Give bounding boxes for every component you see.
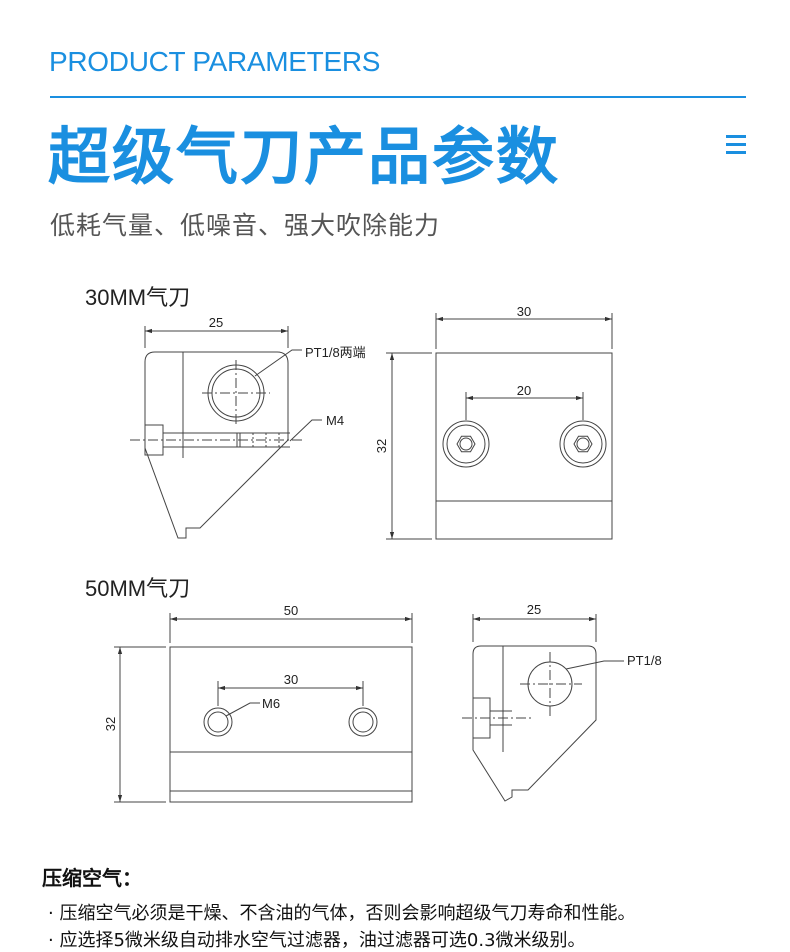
dim-30-side-width: 25	[209, 315, 223, 330]
section-title-cn: 超级气刀产品参数	[48, 120, 561, 193]
drawing-50-side-view	[462, 614, 624, 802]
drawing-50-front-view	[114, 613, 413, 803]
dim-50-hole-spacing: 30	[284, 672, 298, 687]
callout-30-screw: M4	[326, 413, 344, 428]
drawing-30-side-view	[130, 326, 322, 539]
compressed-air-note-2: · 应选择5微米级自动排水空气过滤器，油过滤器可选0.3微米级别。	[48, 930, 586, 951]
callout-30-port: PT1/8两端	[305, 345, 366, 360]
drawing-50-label: 50MM气刀	[85, 576, 191, 601]
drawing-30-label: 30MM气刀	[85, 285, 191, 310]
section-title-en: PRODUCT PARAMETERS	[49, 46, 381, 77]
section-subtitle: 低耗气量、低噪音、强大吹除能力	[50, 211, 441, 240]
drawing-30-front-view	[386, 313, 613, 540]
dim-50-height: 32	[103, 717, 118, 731]
menu-icon[interactable]	[726, 135, 748, 155]
compressed-air-note-1: · 压缩空气必须是干燥、不含油的气体，否则会影响超级气刀寿命和性能。	[48, 903, 636, 924]
technical-drawing: 25 PT1/8两端 M4 30 20 32	[103, 304, 662, 803]
dim-30-front-width: 30	[517, 304, 531, 319]
dim-50-side-width: 25	[527, 602, 541, 617]
dim-30-height: 32	[374, 439, 389, 453]
dim-30-hole-spacing: 20	[517, 383, 531, 398]
callout-50-screw: M6	[262, 696, 280, 711]
callout-50-port: PT1/8	[627, 653, 662, 668]
dim-50-front-width: 50	[284, 603, 298, 618]
compressed-air-title: 压缩空气：	[42, 866, 142, 890]
title-divider	[50, 96, 746, 98]
